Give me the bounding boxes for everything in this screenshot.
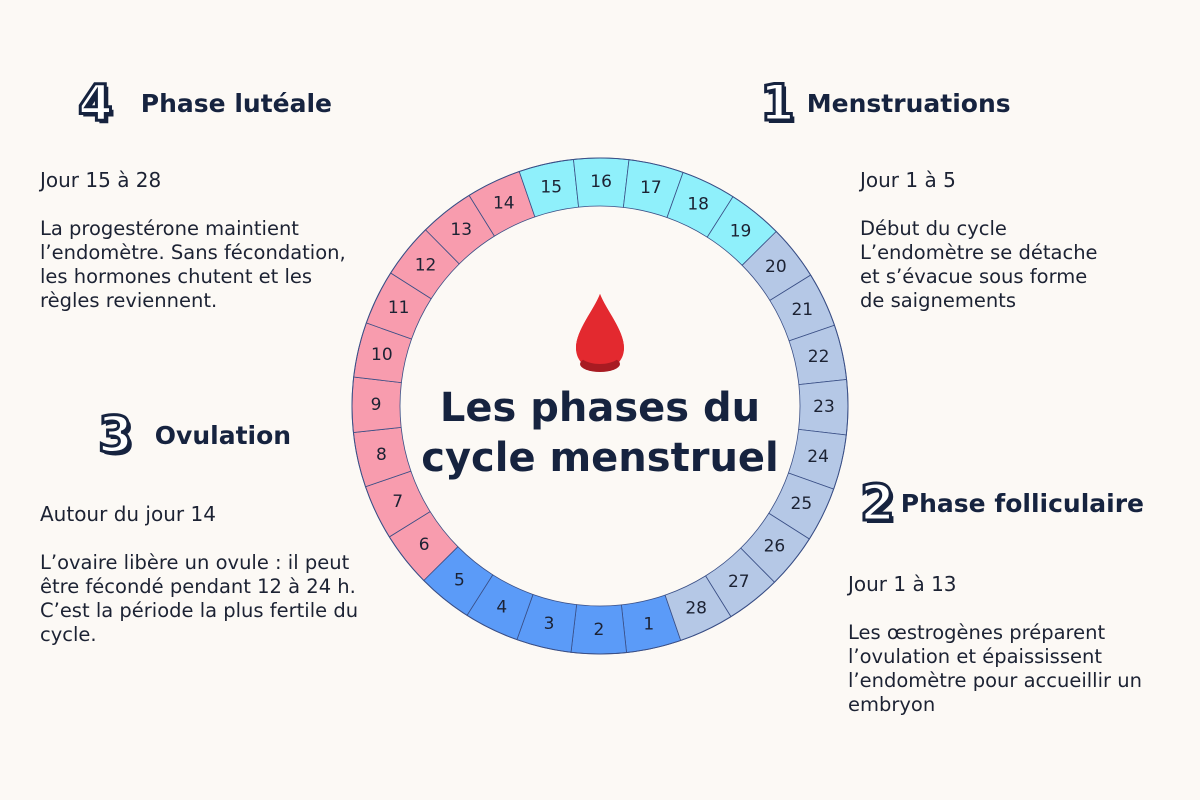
day-label-10: 10	[371, 345, 393, 365]
day-label-12: 12	[415, 255, 437, 275]
phase-ovulation-block: 3 Ovulation Autour du jour 14 L’ovaire l…	[40, 406, 400, 647]
phase-number-1-badge: 1	[759, 74, 797, 132]
phase-luteale-block: 4 Phase lutéale Jour 15 à 28 La progesté…	[40, 74, 370, 313]
day-label-20: 20	[765, 257, 787, 277]
phase-folliculaire-body: Jour 1 à 13 Les œstrogènes préparent l’o…	[848, 572, 1188, 717]
day-label-5: 5	[454, 570, 465, 590]
center-title-line-1: Les phases du	[440, 385, 760, 431]
day-label-7: 7	[392, 492, 403, 512]
day-label-26: 26	[764, 537, 786, 557]
phase-ovulation-range: Autour du jour 14	[40, 502, 216, 526]
phase-number-3-badge: 3	[97, 406, 135, 464]
phase-menstruations-description: Début du cycle L’endomètre se détache et…	[860, 217, 1098, 312]
day-label-24: 24	[807, 447, 829, 467]
phase-ovulation-title: Ovulation	[154, 420, 292, 450]
phase-ovulation-description: L’ovaire libère un ovule : il peut être …	[40, 551, 359, 646]
day-label-21: 21	[791, 300, 813, 320]
day-label-8: 8	[376, 445, 387, 465]
phase-luteale-header: 4 Phase lutéale	[77, 74, 370, 132]
day-label-22: 22	[808, 347, 830, 367]
day-label-9: 9	[371, 395, 382, 415]
day-label-15: 15	[540, 177, 562, 197]
day-label-6: 6	[419, 535, 430, 555]
day-label-19: 19	[730, 222, 752, 242]
phase-folliculaire-header: 2 Phase folliculaire	[859, 474, 1188, 532]
day-label-16: 16	[590, 172, 612, 192]
phase-luteale-title: Phase lutéale	[140, 88, 332, 118]
day-label-23: 23	[813, 397, 835, 417]
phase-number-4-badge: 4	[77, 74, 115, 132]
phase-folliculaire-title: Phase folliculaire	[900, 488, 1144, 518]
phase-menstruations-title: Menstruations	[806, 88, 1011, 118]
wheel-outer-ring	[351, 157, 849, 655]
day-label-3: 3	[544, 614, 555, 634]
day-label-2: 2	[593, 620, 604, 640]
day-label-1: 1	[643, 615, 654, 635]
day-label-25: 25	[791, 494, 813, 514]
phase-menstruations-block: 1 Menstruations Jour 1 à 5 Début du cycl…	[759, 74, 1170, 313]
day-label-14: 14	[493, 194, 515, 214]
phase-ovulation-header: 3 Ovulation	[97, 406, 400, 464]
blood-drop-icon	[576, 294, 624, 372]
phase-menstruations-body: Jour 1 à 5 Début du cycle L’endomètre se…	[860, 168, 1170, 313]
day-label-17: 17	[640, 178, 662, 198]
phase-menstruations-range: Jour 1 à 5	[860, 168, 956, 192]
phase-ovulation-body: Autour du jour 14 L’ovaire libère un ovu…	[40, 502, 400, 647]
day-label-4: 4	[496, 597, 507, 617]
phase-luteale-range: Jour 15 à 28	[40, 168, 162, 192]
phase-number-2-badge: 2	[859, 474, 897, 532]
day-label-27: 27	[728, 572, 750, 592]
day-label-28: 28	[685, 598, 707, 618]
phase-folliculaire-block: 2 Phase folliculaire Jour 1 à 13 Les œst…	[848, 474, 1188, 717]
phase-folliculaire-range: Jour 1 à 13	[848, 572, 957, 596]
day-label-18: 18	[687, 195, 709, 215]
phase-luteale-description: La progestérone maintient l’endomètre. S…	[40, 217, 346, 312]
phase-menstruations-header: 1 Menstruations	[759, 74, 1170, 132]
phase-luteale-body: Jour 15 à 28 La progestérone maintient l…	[40, 168, 370, 313]
day-label-11: 11	[388, 298, 410, 318]
center-title-line-2: cycle menstruel	[421, 435, 779, 481]
phase-folliculaire-description: Les œstrogènes préparent l’ovulation et …	[848, 621, 1142, 716]
day-label-13: 13	[450, 220, 472, 240]
